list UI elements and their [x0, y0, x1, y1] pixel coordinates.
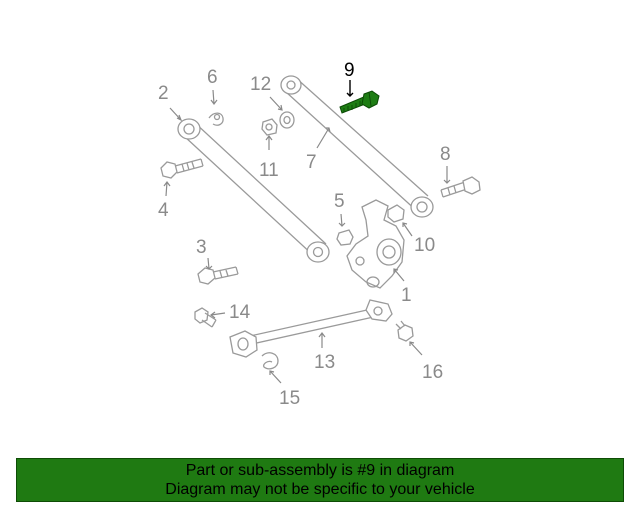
callout-7: 7 [306, 152, 317, 173]
callout-6: 6 [207, 67, 218, 88]
part-10-bushing[interactable] [387, 204, 405, 223]
callout-8: 8 [440, 144, 451, 165]
callout-12: 12 [250, 74, 271, 95]
part-12-washer[interactable] [279, 111, 295, 129]
callout-11: 11 [259, 160, 279, 181]
callout-15: 15 [279, 388, 300, 409]
info-banner: Part or sub-assembly is #9 in diagram Di… [16, 458, 624, 502]
part-2-control-arm[interactable] [177, 118, 330, 263]
part-16-fitting[interactable] [395, 320, 414, 342]
callout-10: 10 [414, 235, 435, 256]
callout-9-highlighted: 9 [344, 60, 355, 81]
callout-13: 13 [314, 352, 335, 373]
parts-diagram: 1 2 3 4 5 6 7 8 9 10 11 12 13 14 15 16 [158, 60, 481, 409]
part-5-bushing[interactable] [336, 229, 354, 246]
part-7-upper-arm[interactable] [280, 75, 434, 218]
banner-line-1: Part or sub-assembly is #9 in diagram [185, 462, 455, 479]
callout-16: 16 [422, 362, 443, 383]
part-15-clip[interactable] [261, 352, 279, 370]
part-4-bolt[interactable] [160, 158, 204, 179]
part-9-bolt[interactable] [339, 90, 380, 114]
banner-line-2: Diagram may not be specific to your vehi… [165, 481, 475, 498]
part-6-bracket[interactable] [208, 112, 224, 126]
leader-lines [163, 80, 451, 384]
part-1-knuckle[interactable] [346, 199, 405, 289]
part-11-bushing[interactable] [261, 118, 278, 136]
part-14-bolt[interactable] [194, 307, 217, 328]
part-8-bolt[interactable] [440, 176, 481, 198]
callout-4: 4 [158, 200, 169, 221]
part-3-bolt[interactable] [197, 266, 239, 285]
callout-2: 2 [158, 83, 169, 104]
callout-1: 1 [401, 285, 412, 306]
callout-14: 14 [229, 302, 251, 323]
callout-5: 5 [334, 191, 345, 212]
part-13-lower-rod[interactable] [229, 299, 393, 358]
callout-3: 3 [196, 237, 207, 258]
